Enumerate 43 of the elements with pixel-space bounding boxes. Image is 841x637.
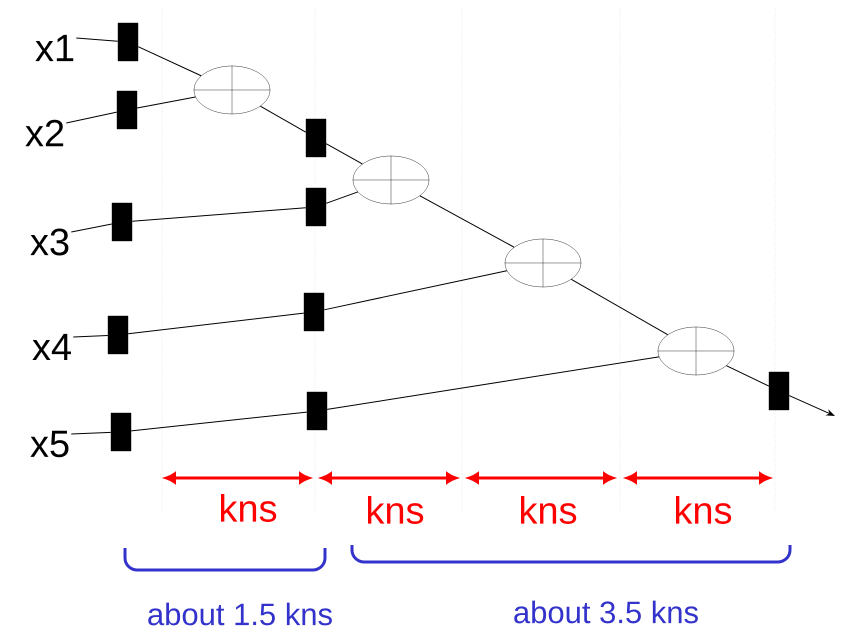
connector-line [70, 224, 112, 232]
dimension-label: kns [368, 496, 424, 524]
register-block [306, 392, 328, 430]
connector-line [72, 334, 108, 338]
connector-line [570, 278, 668, 336]
register-block [108, 316, 128, 354]
register-block [306, 188, 326, 226]
connector-line [128, 312, 304, 334]
connector-line [324, 270, 508, 310]
input-label: x3 [30, 228, 68, 256]
input-label: x2 [25, 120, 64, 146]
dimension-label: kns [676, 496, 732, 524]
dimension-label: kns [521, 496, 576, 524]
adder-symbol [658, 326, 734, 376]
register-block [116, 90, 138, 130]
connector-line [132, 207, 306, 222]
connector-line [326, 143, 363, 164]
connector-line [326, 356, 660, 410]
register-block [304, 292, 324, 332]
connector-line [419, 195, 515, 248]
dimension-label: kns [221, 494, 276, 522]
input-label: x5 [30, 430, 68, 458]
connector-line [130, 412, 308, 432]
input-label: x1 [35, 34, 74, 62]
register-block [768, 372, 790, 410]
register-block [110, 412, 132, 452]
input-label: x4 [32, 334, 71, 360]
connector-line [726, 365, 770, 387]
adder-symbol [352, 156, 430, 204]
connector-line [326, 191, 358, 204]
register-block [112, 202, 132, 242]
connector-line [66, 112, 118, 124]
adder-symbol [194, 66, 270, 114]
bracket-label: about 3.5 kns [514, 600, 698, 624]
adder-symbol [504, 238, 582, 288]
register-block [306, 118, 326, 158]
register-block [118, 22, 138, 62]
connector-line [76, 38, 118, 42]
connector-line [138, 46, 202, 76]
connector-line [136, 96, 196, 109]
connector-line [260, 106, 306, 133]
connector-line [70, 432, 112, 434]
bracket-label: about 1.5 kns [148, 602, 332, 626]
